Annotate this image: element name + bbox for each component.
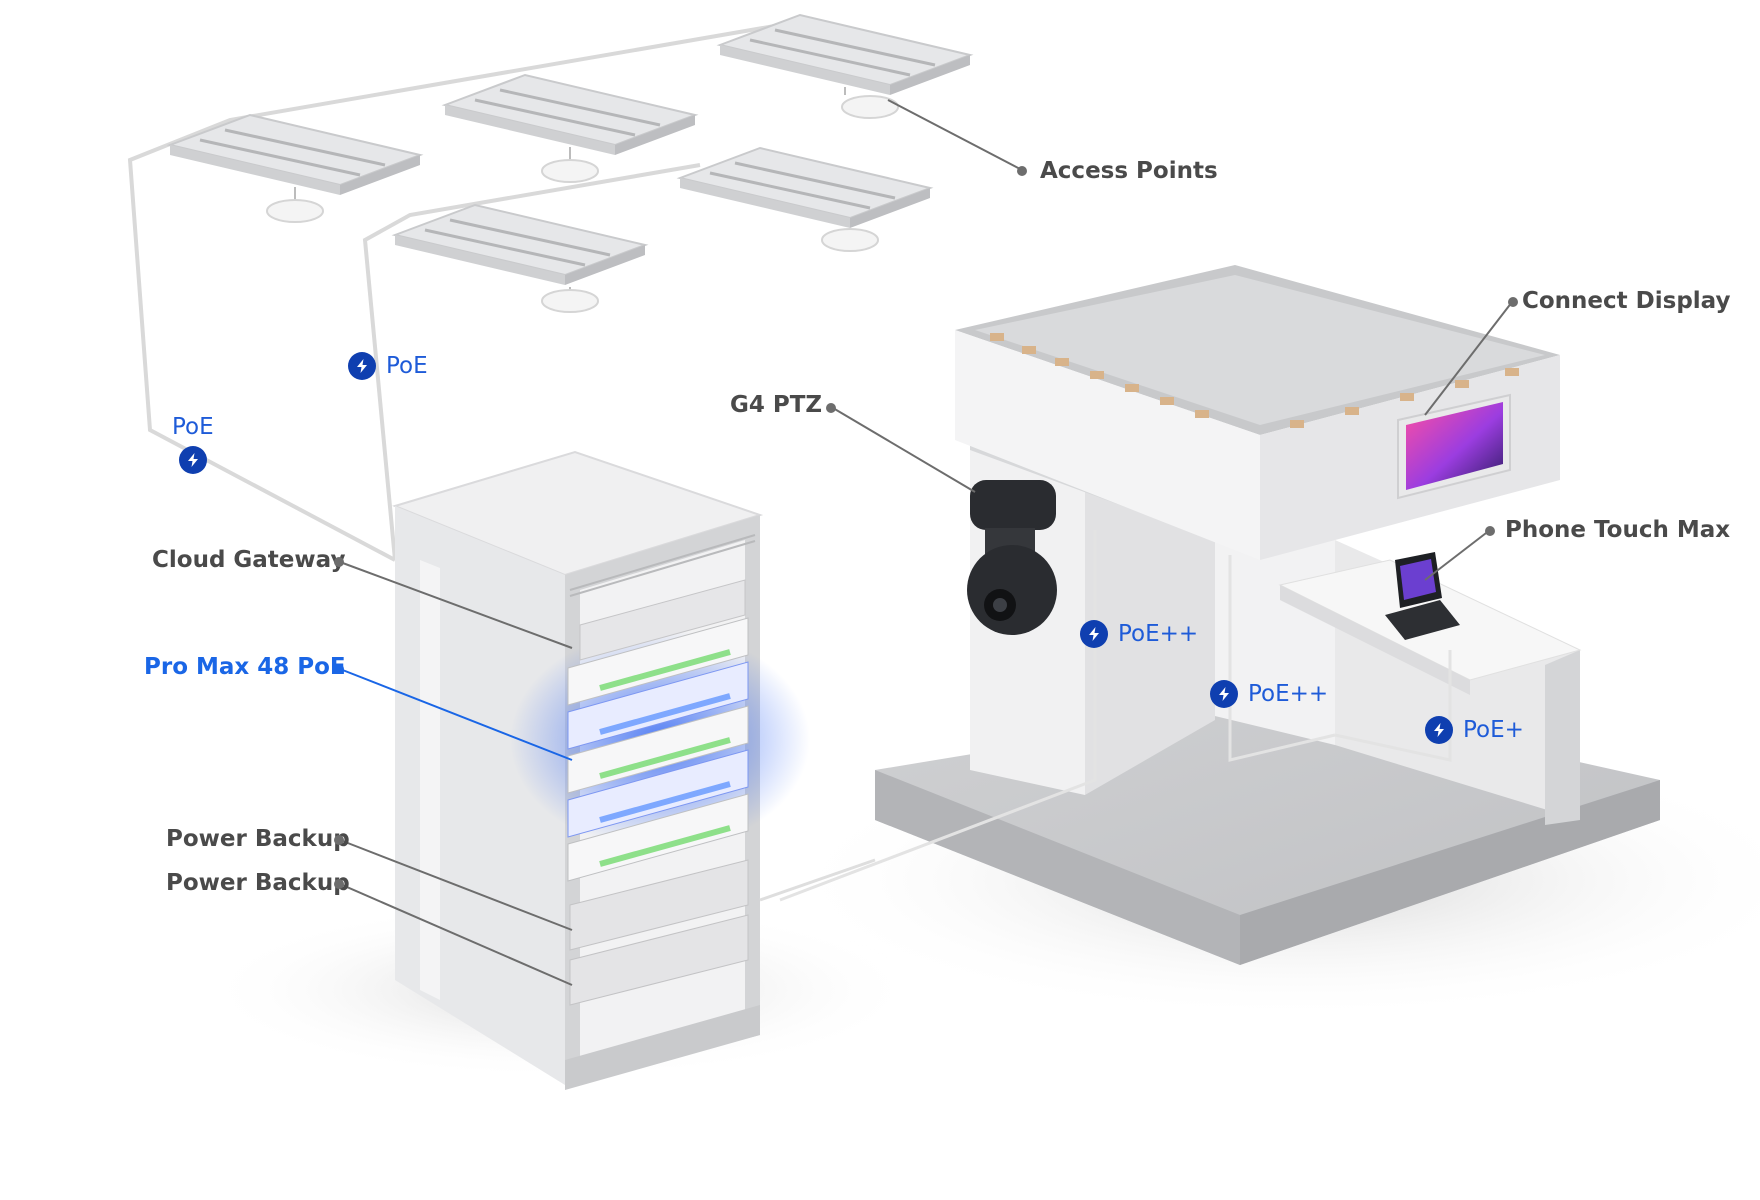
- ceiling-tile: [391, 203, 649, 313]
- poe-badge-label: PoE++: [1118, 621, 1199, 647]
- pro-max-48-poe-dot: [334, 664, 344, 674]
- poe-badge-label: PoE+: [1463, 717, 1524, 743]
- lightning-bolt-icon: [1210, 680, 1238, 708]
- ceiling-tile: [716, 13, 974, 119]
- pro-max-48-poe-label: Pro Max 48 PoE: [144, 654, 346, 680]
- ceiling-tile: [166, 113, 424, 223]
- phone-touch-max-device: [1385, 552, 1460, 640]
- g4-ptz-dot: [826, 403, 836, 413]
- connect-display-device: [1397, 393, 1511, 500]
- connect-display-dot: [1508, 297, 1518, 307]
- access-points-dot: [1017, 166, 1027, 176]
- poe-badge-label: PoE: [386, 353, 428, 379]
- poe-badge-label: PoE++: [1248, 681, 1329, 707]
- power-backup-dot-1: [334, 835, 344, 845]
- cloud-gateway-label: Cloud Gateway: [152, 547, 346, 573]
- connect-display-label: Connect Display: [1522, 288, 1731, 314]
- ceiling-tile: [676, 146, 934, 252]
- power-backup-label-1: Power Backup: [166, 826, 350, 852]
- lightning-bolt-icon: [1080, 620, 1108, 648]
- poe-badge-label: PoE: [172, 414, 214, 440]
- phone-touch-max-dot: [1485, 526, 1495, 536]
- leader-lines: [339, 99, 1513, 986]
- power-backup-label-2: Power Backup: [166, 870, 350, 896]
- poe-badge-display: PoE++: [1210, 680, 1328, 708]
- lightning-bolt-icon: [348, 352, 376, 380]
- ceiling-tiles: [166, 13, 974, 313]
- phone-touch-max-label: Phone Touch Max: [1505, 517, 1731, 543]
- poe-badge-ceiling-left: PoE: [172, 414, 214, 474]
- server-rack: [391, 450, 876, 1090]
- g4-ptz-label: G4 PTZ: [730, 392, 823, 418]
- lightning-bolt-icon: [1425, 716, 1453, 744]
- g4-ptz-device: [967, 480, 1057, 635]
- poe-badge-camera: PoE++: [1080, 620, 1198, 648]
- ceiling-tile: [441, 73, 699, 183]
- power-backup-dot-2: [334, 879, 344, 889]
- lightning-bolt-icon: [178, 446, 207, 474]
- access-points-label: Access Points: [1040, 158, 1218, 184]
- poe-badge-ceiling-right: PoE: [348, 352, 428, 380]
- poe-badge-phone: PoE+: [1425, 716, 1524, 744]
- cloud-gateway-dot: [334, 557, 344, 567]
